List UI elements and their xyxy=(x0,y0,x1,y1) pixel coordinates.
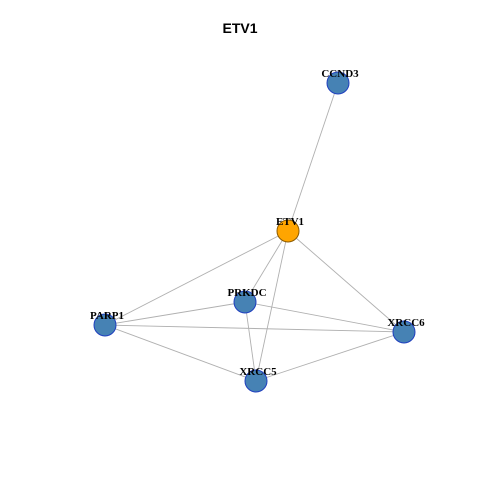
nodes-layer xyxy=(93,71,416,393)
node-ccnd3 xyxy=(326,71,350,95)
edge-prkdc-xrcc5 xyxy=(244,301,257,382)
node-label-prkdc: PRKDC xyxy=(227,287,266,299)
edges-layer xyxy=(104,82,405,382)
node-label-xrcc6: XRCC6 xyxy=(387,317,425,329)
node-etv1 xyxy=(276,219,300,243)
edge-etv1-xrcc6 xyxy=(287,230,405,333)
edge-parp1-xrcc6 xyxy=(104,324,405,333)
page-title: ETV1 xyxy=(222,20,258,36)
edge-ccnd3-etv1 xyxy=(287,82,339,232)
edge-prkdc-xrcc6 xyxy=(244,301,405,333)
node-parp1 xyxy=(93,313,117,337)
edge-parp1-xrcc5 xyxy=(104,324,257,382)
node-label-parp1: PARP1 xyxy=(90,310,124,322)
node-label-ccnd3: CCND3 xyxy=(321,68,359,80)
edge-etv1-parp1 xyxy=(104,230,289,326)
node-label-etv1: ETV1 xyxy=(276,216,304,228)
node-xrcc5 xyxy=(244,369,268,393)
edge-etv1-xrcc5 xyxy=(255,230,289,382)
edge-xrcc5-xrcc6 xyxy=(255,331,405,382)
node-xrcc6 xyxy=(392,320,416,344)
node-label-xrcc5: XRCC5 xyxy=(239,366,277,378)
edge-etv1-prkdc xyxy=(244,230,289,303)
edge-parp1-prkdc xyxy=(104,301,246,326)
node-prkdc xyxy=(233,290,257,314)
